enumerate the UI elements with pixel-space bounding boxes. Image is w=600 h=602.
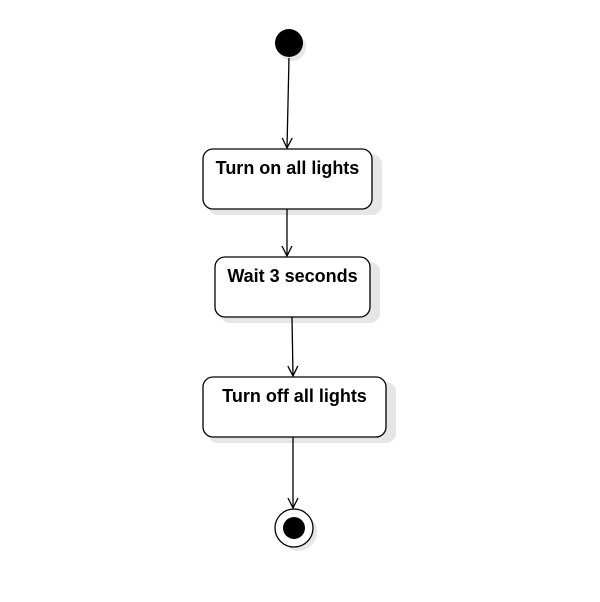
action-wait-3-seconds: Wait 3 seconds [214,256,380,323]
edge-wait-to-turn-off [292,316,293,376]
action-label-wait: Wait 3 seconds [227,266,357,286]
action-turn-on-all-lights: Turn on all lights [202,148,382,215]
action-turn-off-all-lights: Turn off all lights [202,376,396,443]
edge-start-to-turn-on [287,57,289,148]
action-label-turn-off: Turn off all lights [222,386,367,406]
final-node [274,508,317,551]
initial-node [275,29,306,61]
action-label-turn-on: Turn on all lights [216,158,360,178]
